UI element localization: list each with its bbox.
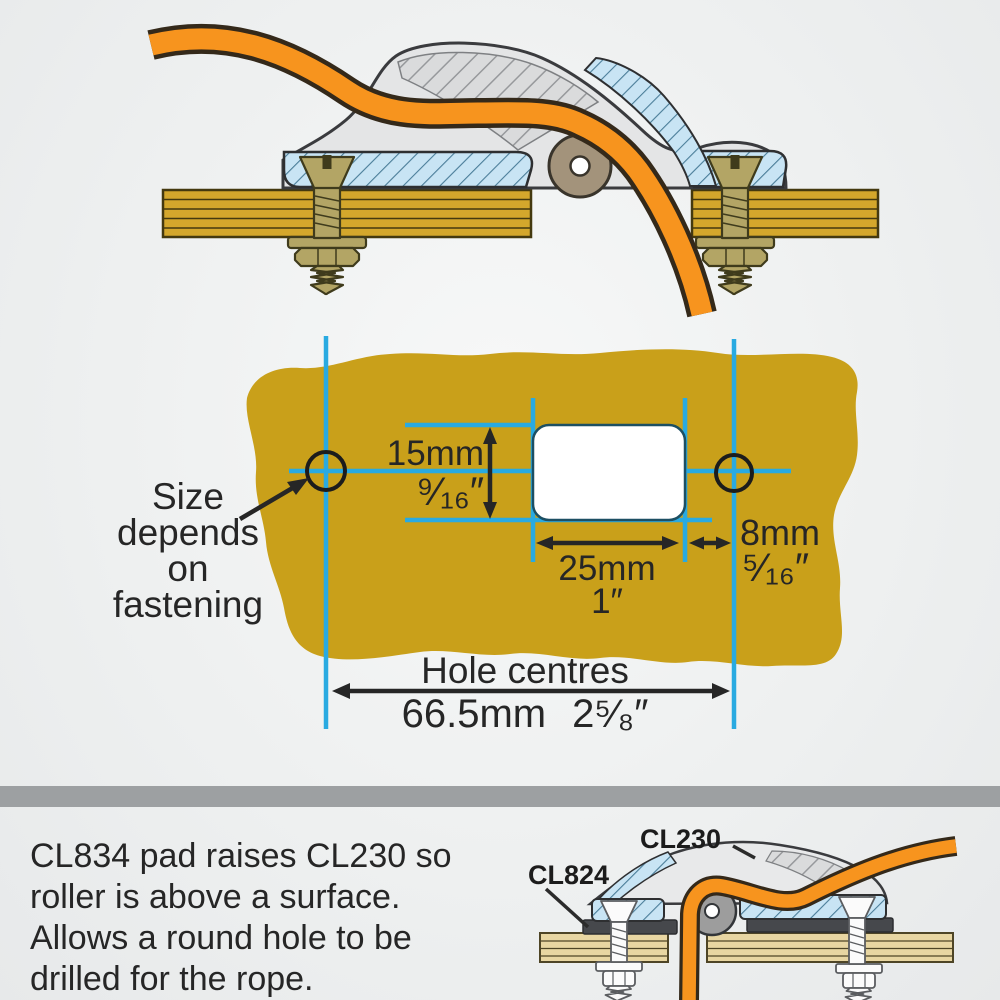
rope-slot bbox=[531, 423, 687, 522]
dim-edge-mm: 8mm bbox=[740, 512, 820, 553]
hole-mark-right bbox=[714, 453, 754, 493]
dim-slot-height-mm: 15mm bbox=[386, 434, 484, 473]
cl230-pointer-line bbox=[732, 844, 756, 860]
bolt-washer-nut-white-right bbox=[835, 963, 883, 1000]
screw-small-right bbox=[838, 896, 876, 965]
label-cl230: CL230 bbox=[640, 824, 722, 854]
hole-mark-left bbox=[305, 450, 347, 492]
cleat-channel-hatched bbox=[583, 56, 718, 187]
cl230-wedge-hatched bbox=[597, 851, 678, 905]
dim-slot-height-in: ⁹⁄₁₆″ bbox=[416, 470, 484, 514]
screw-small-left bbox=[600, 900, 638, 963]
cl824-pad-left bbox=[582, 919, 678, 935]
hole-centres-in: 2⁵⁄₈″ bbox=[572, 692, 649, 736]
size-note-line: depends bbox=[117, 512, 259, 553]
deck-plywood-small bbox=[539, 932, 954, 963]
size-note-line: fastening bbox=[112, 584, 264, 625]
footer-line: roller is above a surface. bbox=[30, 878, 401, 916]
size-note-pointer-line bbox=[238, 484, 298, 521]
drilling-template bbox=[238, 336, 858, 729]
hole-centres-values: 66.5mm 2⁵⁄₈″ bbox=[290, 692, 760, 737]
footer-line: Allows a round hole to be bbox=[30, 919, 412, 957]
footer-description: CL834 pad raises CL230 so roller is abov… bbox=[30, 836, 452, 1000]
dimension-arrows bbox=[238, 427, 731, 699]
footer-line: drilled for the rope. bbox=[30, 960, 314, 998]
label-cl824: CL824 bbox=[528, 860, 610, 890]
rope bbox=[147, 23, 717, 318]
rope-small bbox=[679, 836, 958, 1000]
bottom-cleat-pad-illustration bbox=[539, 836, 958, 1000]
dim-slot-width-in: 1″ bbox=[591, 582, 623, 621]
cl824-pointer-line bbox=[544, 887, 590, 929]
screw-right bbox=[706, 155, 764, 240]
deck-plywood bbox=[161, 188, 880, 239]
dim-slot-width-mm: 25mm bbox=[558, 549, 656, 588]
top-cleat-cross-section-illustration bbox=[147, 23, 880, 318]
hole-centres-mm: 66.5mm bbox=[401, 692, 547, 736]
roller-small-axle-hole bbox=[704, 903, 720, 919]
size-note: Size depends on fastening bbox=[90, 476, 286, 625]
separator-bar bbox=[0, 786, 1000, 807]
cl824-pad-right bbox=[746, 917, 894, 933]
footer-line: CL834 pad raises CL230 so bbox=[30, 837, 452, 875]
screw-left bbox=[298, 155, 356, 240]
dim-edge-in: ⁵⁄₁₆″ bbox=[742, 546, 810, 590]
size-note-line: Size bbox=[152, 476, 224, 517]
hole-centres-label: Hole centres bbox=[421, 650, 629, 691]
size-note-line: on bbox=[167, 548, 209, 589]
bolt-washer-nut-white bbox=[595, 961, 643, 1000]
bolt-washer-nut bbox=[286, 235, 368, 296]
roller-axle-hole bbox=[569, 155, 591, 177]
